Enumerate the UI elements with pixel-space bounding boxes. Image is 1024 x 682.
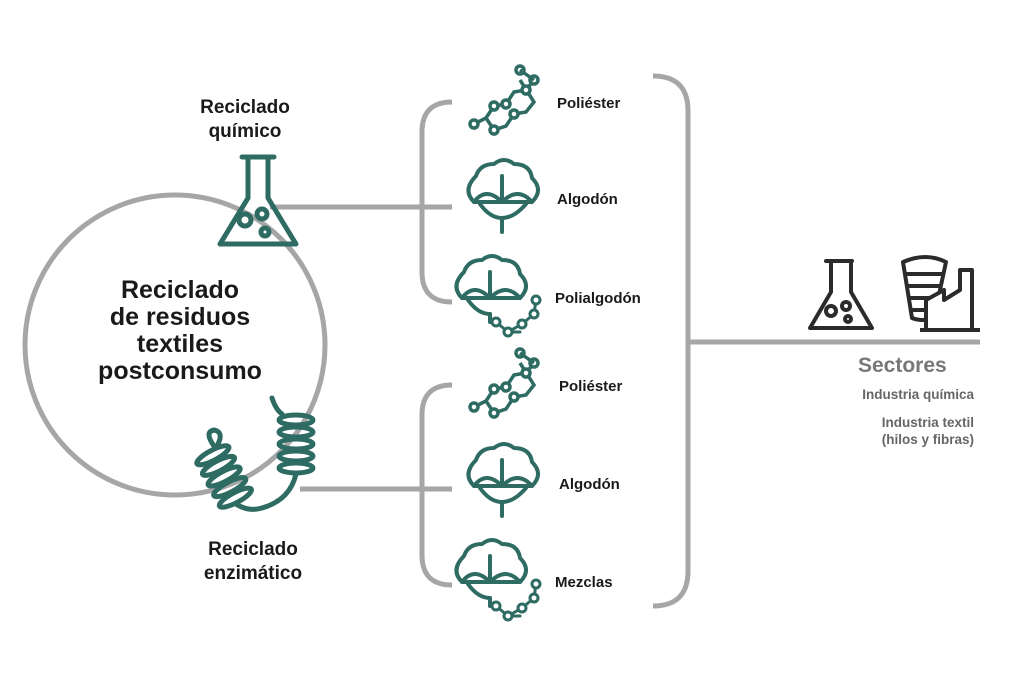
center-title-line-3: textiles <box>136 330 224 358</box>
center-title: Reciclado de residuos textiles postconsu… <box>80 277 280 385</box>
enzyme-coil-icon <box>194 395 316 512</box>
cotton-molecule-icon <box>454 254 542 338</box>
textile-factory-icon <box>901 255 980 332</box>
center-title-line-4: postconsumo <box>98 357 262 385</box>
molecule-chain-icon <box>468 64 540 136</box>
center-title-line-2: de residuos <box>109 303 251 331</box>
enzymatic-label-line-1: Reciclado <box>208 539 298 560</box>
material-label: Polialgodón <box>555 290 641 307</box>
flask-icon <box>808 259 874 330</box>
material-label: Algodón <box>559 476 620 493</box>
chemical-left-bracket <box>419 99 453 305</box>
material-label: Algodón <box>557 191 618 208</box>
material-label: Mezclas <box>555 574 613 591</box>
cotton-molecule-icon <box>454 538 542 622</box>
center-title-line-1: Reciclado <box>120 276 240 304</box>
chemical-recycling-label: Reciclado químico <box>180 96 310 144</box>
molecule-chain-icon <box>468 347 540 419</box>
enzymatic-label-line-2: enzimático <box>203 563 303 584</box>
sector-item: Industria textil <box>881 415 974 430</box>
enzymatic-recycling-label: Reciclado enzimático <box>178 538 328 586</box>
material-label: Poliéster <box>557 95 621 112</box>
chemical-label-line-2: químico <box>208 121 282 142</box>
flask-icon <box>217 154 299 247</box>
sectors-title: Sectores <box>858 354 947 377</box>
cotton-boll-icon <box>466 442 540 518</box>
sector-item: (hilos y fibras) <box>881 432 974 447</box>
sector-item: Industria química <box>862 387 974 402</box>
right-bracket <box>652 73 691 609</box>
cotton-boll-icon <box>466 158 540 234</box>
enzymatic-left-bracket <box>419 382 453 588</box>
material-label: Poliéster <box>559 378 623 395</box>
chemical-label-line-1: Reciclado <box>200 97 290 118</box>
central-circle <box>22 192 328 498</box>
